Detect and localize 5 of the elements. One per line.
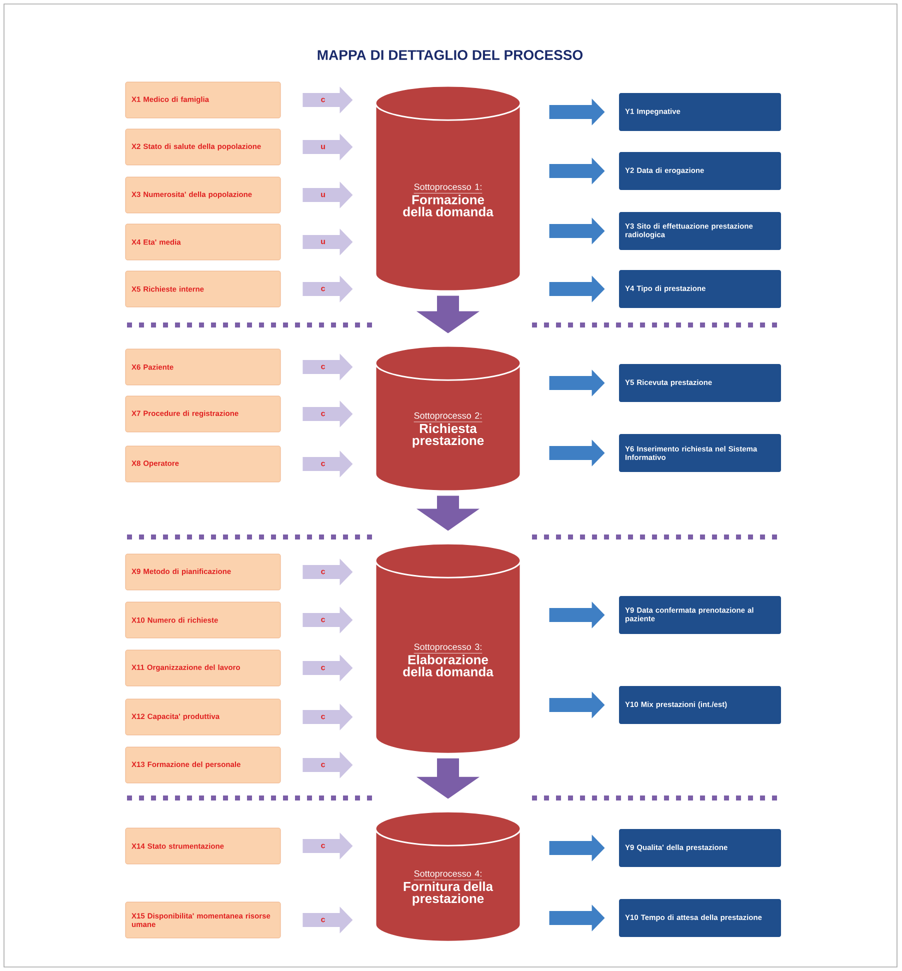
process-cylinder: Sottoprocesso 4: Fornitura della prestazione bbox=[374, 810, 522, 942]
process-cylinder: Sottoprocesso 2: Richiesta prestazione bbox=[374, 345, 522, 492]
process-cylinder: Sottoprocesso 3: Elaborazione della domanda bbox=[374, 542, 522, 754]
process-cylinder: Sottoprocesso 1: Formazione della domanda bbox=[374, 85, 522, 292]
title: MAPPA DI DETTAGLIO DEL PROCESSO bbox=[318, 50, 583, 60]
